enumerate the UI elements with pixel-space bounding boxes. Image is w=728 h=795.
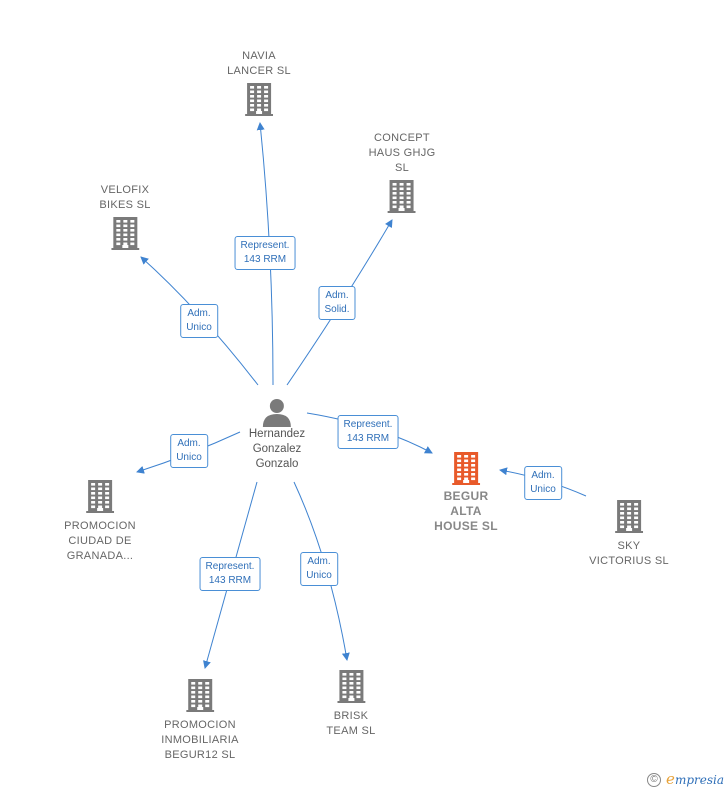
edge-label-line: Unico xyxy=(530,484,556,495)
label-line: CONCEPT xyxy=(374,132,430,144)
label-line: PROMOCION xyxy=(64,520,136,532)
building-icon xyxy=(110,217,139,250)
company-label: SKY VICTORIUS SL xyxy=(589,539,669,569)
label-line: HOUSE SL xyxy=(434,519,498,533)
edge-label-line: Represent. xyxy=(343,419,393,430)
edge-label-promocion-granada[interactable]: Adm. Unico xyxy=(170,434,208,468)
person-name: Hernandez Gonzalez Gonzalo xyxy=(249,427,305,472)
edge-label-line: Solid. xyxy=(324,304,350,315)
label-line: HAUS GHJG xyxy=(368,147,436,159)
building-icon xyxy=(388,180,416,213)
edge-label-line: 143 RRM xyxy=(208,575,252,586)
label-line: PROMOCION xyxy=(164,719,236,731)
label-line: SKY xyxy=(617,540,641,552)
edge-label-line: Represent. xyxy=(205,561,255,572)
company-label: CONCEPT HAUS GHJG SL xyxy=(369,131,436,176)
building-icon xyxy=(452,452,480,485)
label-line: VICTORIUS SL xyxy=(589,555,669,567)
edge-label-line: Adm. xyxy=(307,556,331,567)
label-line: BRISK xyxy=(333,710,369,722)
person-icon xyxy=(262,397,292,427)
building-icon xyxy=(336,670,365,703)
edge-label-line: Adm. xyxy=(177,438,201,449)
edge-label-line: Unico xyxy=(176,452,202,463)
edge-label-line: Represent. xyxy=(240,240,290,251)
company-node-concept[interactable]: CONCEPT HAUS GHJG SL xyxy=(369,131,436,213)
brand-initial: e xyxy=(666,770,675,788)
label-line: ALTA xyxy=(450,504,482,518)
company-node-brisk[interactable]: BRISK TEAM SL xyxy=(326,670,375,739)
brand-name: mpresia xyxy=(674,773,724,787)
edge-label-velofix[interactable]: Adm. Unico xyxy=(180,304,218,338)
label-line: NAVIA xyxy=(242,50,276,62)
building-icon xyxy=(85,480,114,513)
label-line: VELOFIX xyxy=(100,184,150,196)
company-node-velofix[interactable]: VELOFIX BIKES SL xyxy=(99,183,150,250)
person-name-line: Gonzalez xyxy=(252,443,302,455)
company-label: NAVIA LANCER SL xyxy=(227,49,291,79)
company-node-sky[interactable]: SKY VICTORIUS SL xyxy=(589,500,669,569)
company-label: BEGUR ALTA HOUSE SL xyxy=(434,489,498,534)
label-line: LANCER SL xyxy=(227,65,291,77)
label-line: BEGUR xyxy=(443,489,489,503)
company-label: BRISK TEAM SL xyxy=(326,709,375,739)
person-node[interactable]: Hernandez Gonzalez Gonzalo xyxy=(249,397,305,472)
person-name-line: Hernandez xyxy=(248,428,306,440)
company-label: PROMOCION CIUDAD DE GRANADA... xyxy=(64,519,136,564)
brand-logo: empresia xyxy=(666,770,724,789)
label-line: TEAM SL xyxy=(326,725,376,737)
edge-label-line: Unico xyxy=(306,570,332,581)
edge-label-begur-alta[interactable]: Represent. 143 RRM xyxy=(337,415,399,449)
company-node-promocion-begur[interactable]: PROMOCION INMOBILIARIA BEGUR12 SL xyxy=(161,679,239,763)
building-icon xyxy=(186,679,214,712)
edge-label-line: 143 RRM xyxy=(346,433,390,444)
edge-label-concept[interactable]: Adm. Solid. xyxy=(318,286,356,320)
company-node-promocion-granada[interactable]: PROMOCION CIUDAD DE GRANADA... xyxy=(64,480,136,564)
building-icon xyxy=(245,83,273,116)
edge-label-line: Adm. xyxy=(325,290,349,301)
edge-label-line: Adm. xyxy=(187,308,211,319)
edge-label-brisk[interactable]: Adm. Unico xyxy=(300,552,338,586)
brand-footer[interactable]: © empresia xyxy=(647,770,724,789)
building-icon xyxy=(615,500,643,533)
label-line: INMOBILIARIA xyxy=(161,734,239,746)
company-node-begur-alta[interactable]: BEGUR ALTA HOUSE SL xyxy=(434,452,498,534)
label-line: CIUDAD DE xyxy=(68,535,132,547)
edge-label-navia[interactable]: Represent. 143 RRM xyxy=(234,236,296,270)
label-line: SL xyxy=(394,162,410,174)
label-line: GRANADA... xyxy=(66,550,134,562)
label-line: BIKES SL xyxy=(99,199,151,211)
company-label: PROMOCION INMOBILIARIA BEGUR12 SL xyxy=(161,718,239,763)
label-line: BEGUR12 SL xyxy=(164,749,236,761)
company-node-navia[interactable]: NAVIA LANCER SL xyxy=(227,49,291,116)
edge-label-sky[interactable]: Adm. Unico xyxy=(524,466,562,500)
edge-label-line: Unico xyxy=(186,322,212,333)
person-name-line: Gonzalo xyxy=(255,458,299,470)
edge-label-line: 143 RRM xyxy=(243,254,287,265)
copyright-icon: © xyxy=(647,772,662,787)
company-label: VELOFIX BIKES SL xyxy=(99,183,150,213)
edge-label-promocion-begur[interactable]: Represent. 143 RRM xyxy=(199,557,261,591)
edge-label-line: Adm. xyxy=(531,470,555,481)
